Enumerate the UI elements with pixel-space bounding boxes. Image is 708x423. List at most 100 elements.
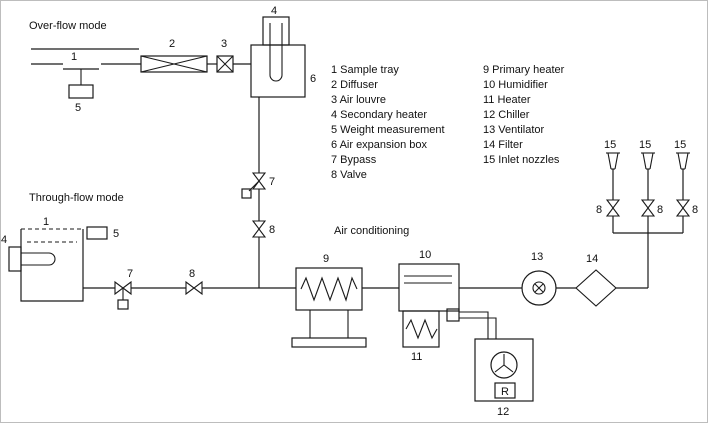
primary-heater: 9	[291, 253, 367, 348]
air-louvre: 3	[207, 38, 251, 73]
weight-measurement-box	[86, 226, 108, 240]
label-inlet-nozzle: 15	[604, 139, 616, 151]
valve-icon	[605, 207, 621, 217]
compressor-blade	[494, 364, 505, 373]
label-sample-tray: 1	[71, 51, 77, 63]
humidifier-box	[398, 263, 460, 312]
nozzle-branch: 15 8	[674, 139, 698, 233]
valve-icon	[675, 207, 691, 217]
compressor-blade	[503, 364, 514, 373]
nozzle-icon	[677, 152, 682, 170]
valve-icon	[605, 199, 621, 209]
label-chiller: 12	[497, 406, 509, 418]
label-heater: 11	[411, 351, 422, 363]
nozzle-icon	[614, 152, 619, 170]
label-valve: 8	[596, 204, 602, 216]
legend-item: 13 Ventilator	[483, 124, 544, 136]
label-valve: 8	[657, 204, 663, 216]
valve-icon	[193, 280, 203, 296]
compressor-icon	[490, 351, 518, 379]
nozzle-icon	[684, 152, 689, 170]
nozzle-icon	[642, 152, 647, 170]
legend-item: 12 Chiller	[483, 109, 530, 121]
bypass-valve-icon	[251, 172, 267, 182]
filter: 14	[556, 253, 648, 307]
valve-icon	[640, 207, 656, 217]
chiller-circuit: R 12	[446, 308, 534, 418]
legend-item: 3 Air louvre	[331, 94, 386, 106]
overflow-section: Over-flow mode 1 5 2 3 6	[29, 5, 316, 288]
heater-coil-icon	[405, 318, 438, 340]
legend: 1 Sample tray 2 Diffuser 3 Air louvre 4 …	[331, 64, 565, 181]
air-expansion-box: 6 4	[250, 5, 316, 98]
label-inlet-nozzle: 15	[674, 139, 686, 151]
heater-element-arc	[48, 252, 56, 266]
label-bypass: 7	[127, 268, 133, 280]
label-secondary-heater: 4	[1, 234, 7, 246]
label-bypass: 7	[269, 176, 275, 188]
valve-icon	[640, 199, 656, 209]
nozzle-icon	[649, 152, 654, 170]
valve-icon	[185, 280, 195, 296]
throughflow-title: Through-flow mode	[29, 192, 124, 204]
label-filter: 14	[586, 253, 598, 265]
legend-item: 10 Humidifier	[483, 79, 548, 91]
label-humidifier: 10	[419, 249, 431, 261]
legend-item: 7 Bypass	[331, 154, 377, 166]
nozzle-branch: 15 8	[596, 139, 621, 233]
diffuser-diagonal	[140, 55, 208, 73]
legend-item: 6 Air expansion box	[331, 139, 428, 151]
legend-item: 1 Sample tray	[331, 64, 399, 76]
primary-heater-box	[295, 267, 363, 311]
bypass-valve-throughflow: 7	[114, 268, 133, 310]
label-air-louvre: 3	[221, 38, 227, 50]
valve-icon	[675, 199, 691, 209]
overflow-title: Over-flow mode	[29, 20, 107, 32]
valve-icon	[251, 228, 267, 238]
filter-icon	[575, 269, 617, 307]
legend-item: 11 Heater	[483, 94, 531, 106]
label-primary-heater: 9	[323, 253, 329, 265]
air-conditioning-label: Air conditioning	[334, 225, 409, 237]
chiller-loop-pipe	[459, 311, 489, 339]
chiller-loop-pipe	[459, 317, 497, 339]
heater-coil-icon	[300, 276, 358, 302]
label-weight-measurement: 5	[113, 228, 119, 240]
legend-item: 5 Weight measurement	[331, 124, 445, 136]
label-expansion-box: 6	[310, 73, 316, 85]
bypass-valve-icon	[251, 180, 267, 190]
label-valve: 8	[692, 204, 698, 216]
throughflow-section: Through-flow mode 1 5 4 7 8	[1, 192, 296, 310]
heater-box	[402, 310, 440, 348]
legend-item: 9 Primary heater	[483, 64, 565, 76]
fan-blade	[534, 283, 544, 293]
label-valve: 8	[269, 224, 275, 236]
bypass-actuator-box	[241, 188, 252, 199]
heater-element-arc	[269, 74, 283, 82]
refrigerant-box	[494, 382, 516, 399]
fan-hub-icon	[532, 281, 546, 295]
legend-item: 14 Filter	[483, 139, 523, 151]
refrigerant-label: R	[501, 386, 509, 398]
legend-item: 2 Diffuser	[331, 79, 378, 91]
label-diffuser: 2	[169, 38, 175, 50]
inlet-nozzles: 15 8 15 8 15	[596, 139, 698, 288]
legend-item: 15 Inlet nozzles	[483, 154, 560, 166]
valve-throughflow: 8	[185, 268, 203, 296]
nozzle-branch: 15 8	[639, 139, 663, 217]
expansion-box-icon	[250, 44, 306, 98]
secondary-heater-icon	[262, 16, 290, 46]
label-weight-measurement: 5	[75, 102, 81, 114]
label-inlet-nozzle: 15	[639, 139, 651, 151]
label-sample-tray: 1	[43, 216, 49, 228]
legend-item: 8 Valve	[331, 169, 367, 181]
secondary-heater-icon	[8, 246, 22, 272]
legend-item: 4 Secondary heater	[331, 109, 427, 121]
valve-icon	[251, 220, 267, 230]
diffuser: 2	[140, 38, 208, 73]
louvre-diagonal	[216, 55, 234, 73]
label-valve: 8	[189, 268, 195, 280]
chiller-connector-box	[446, 308, 460, 322]
